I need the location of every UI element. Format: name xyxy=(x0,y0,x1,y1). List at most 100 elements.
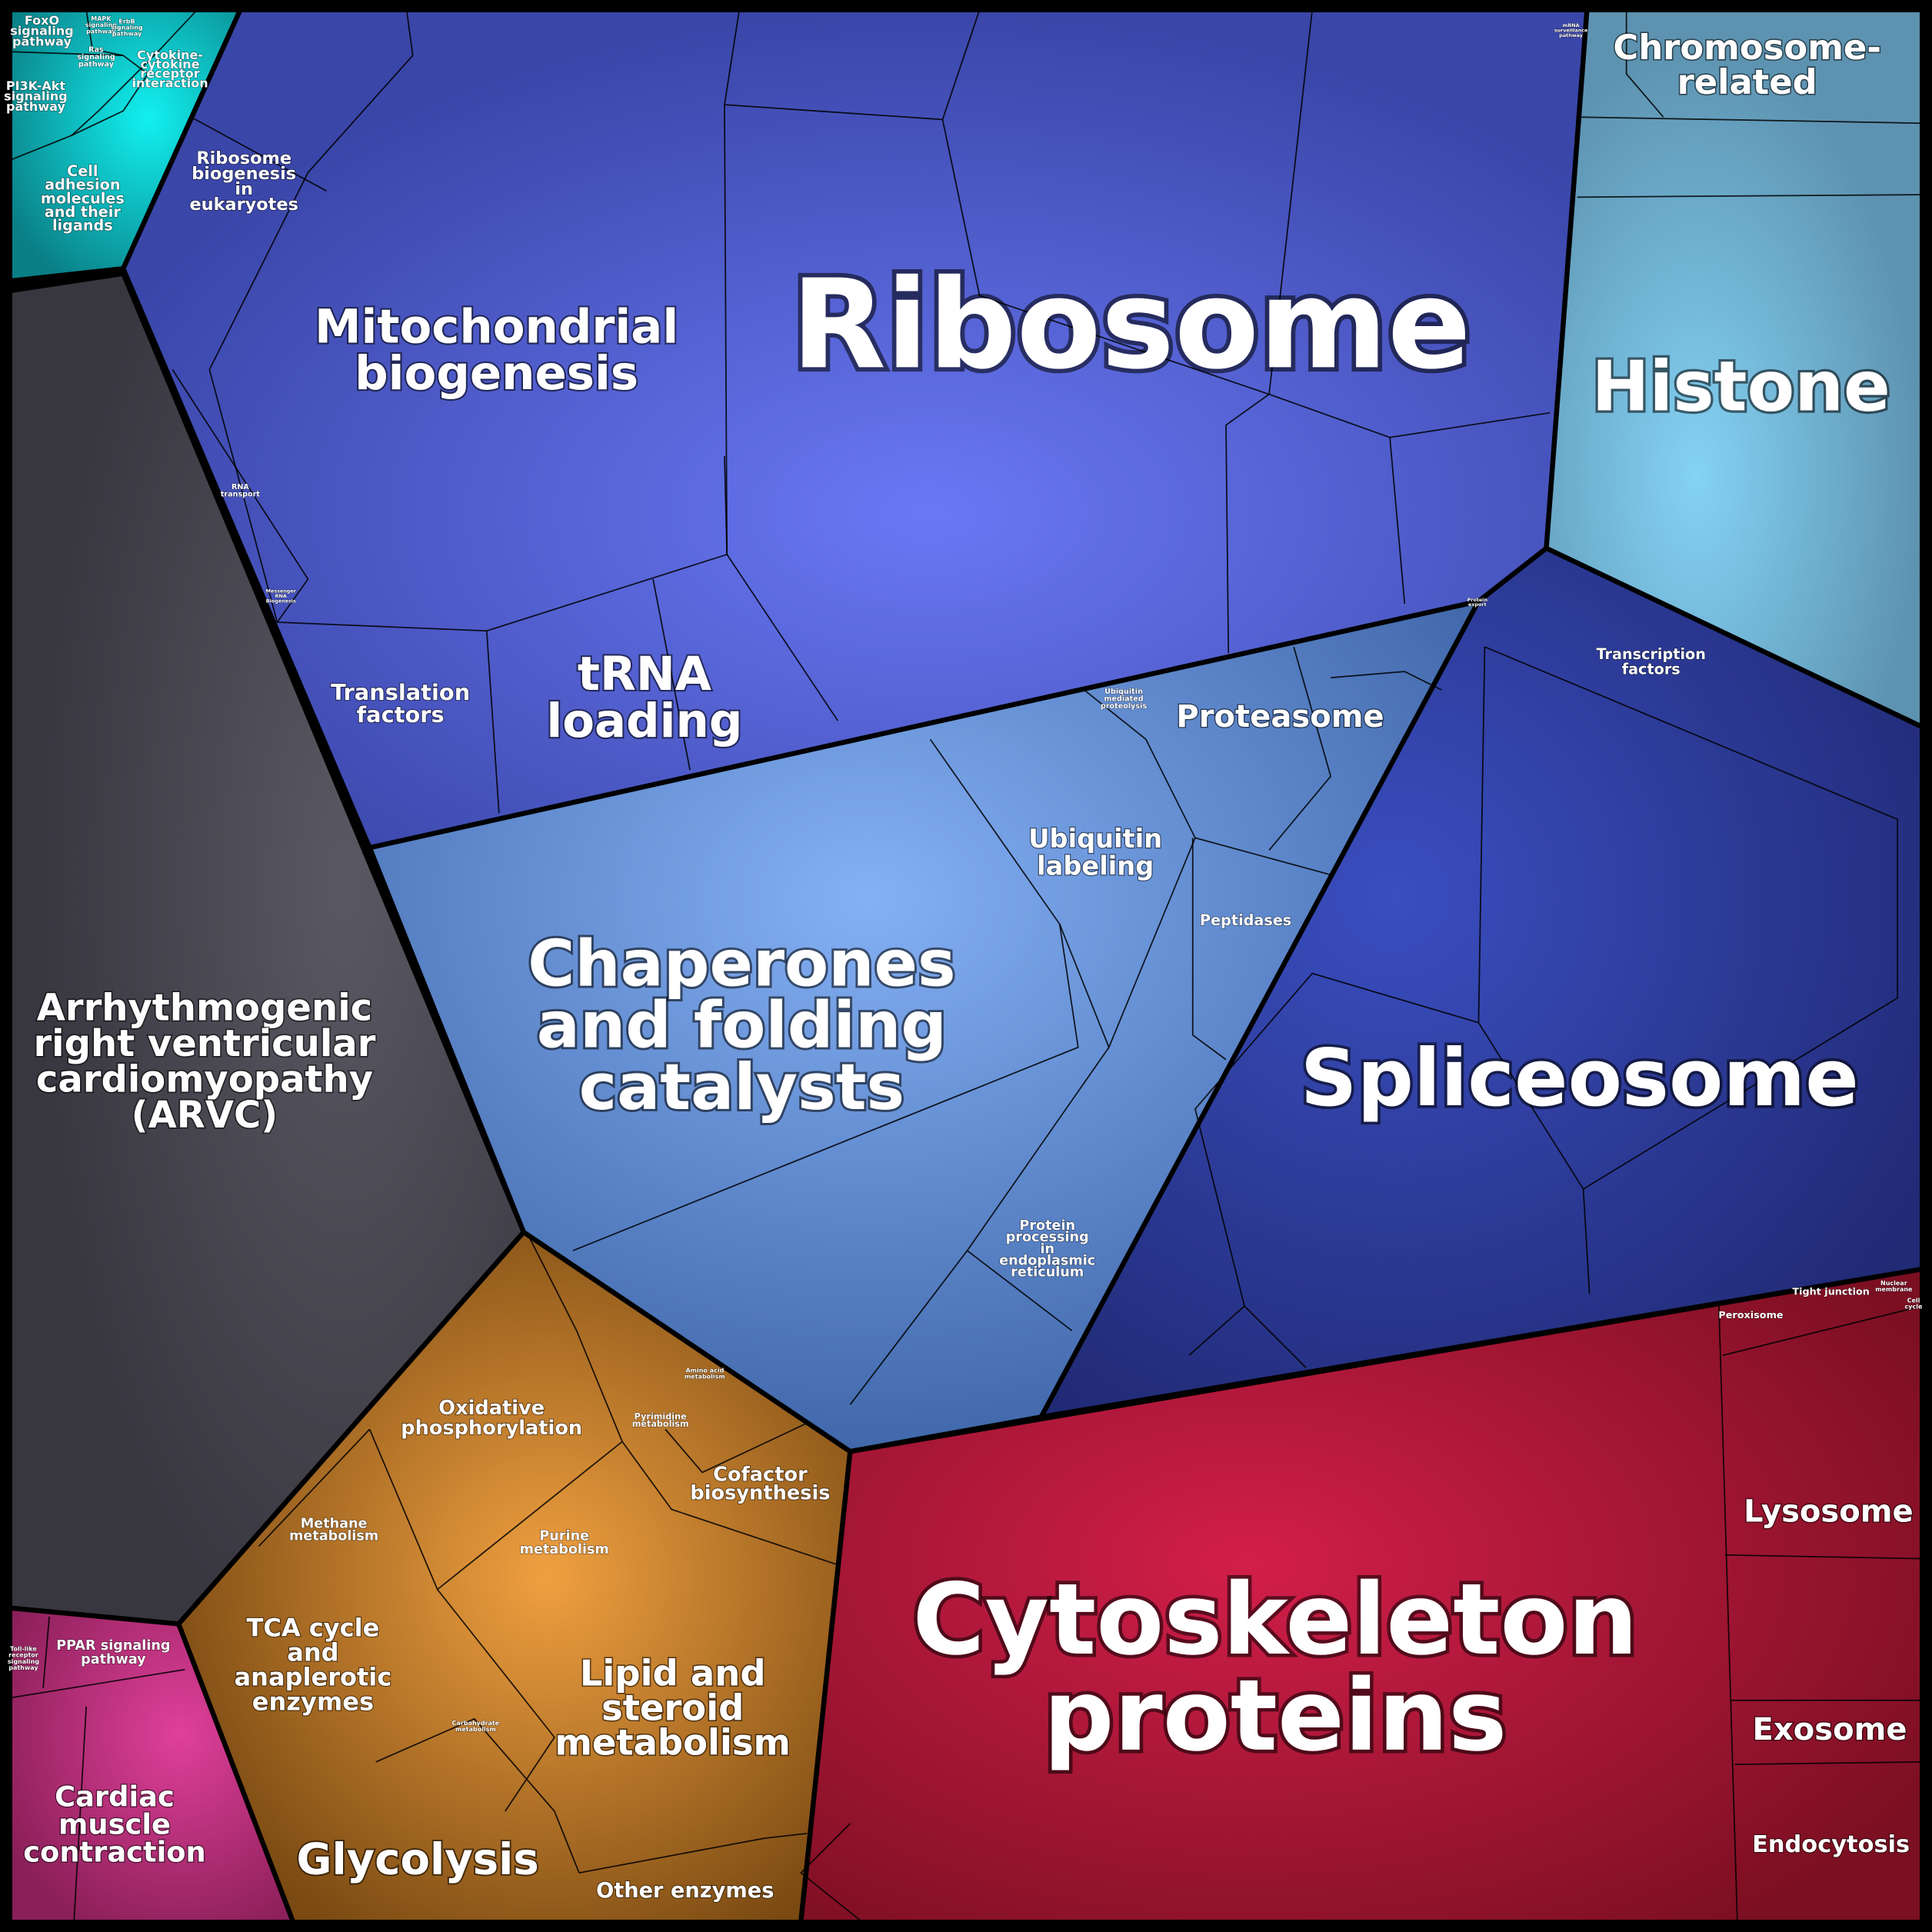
label-line: and folding xyxy=(537,988,947,1063)
label-line: Glycolysis xyxy=(296,1835,538,1885)
label-line: ErbB xyxy=(118,18,135,25)
label-line: Cofactor xyxy=(713,1464,808,1487)
label-line: proteolysis xyxy=(1101,702,1148,711)
label-line: Ubiquitin xyxy=(1028,824,1162,854)
label-line: factors xyxy=(1622,660,1681,678)
label-line: PI3K-Akt xyxy=(6,78,66,93)
label-line: cycle xyxy=(1905,1303,1923,1310)
label-line: Biogenesis xyxy=(266,598,296,604)
label-line: metabolism xyxy=(289,1529,378,1544)
label-peptidases: Peptidases xyxy=(1200,911,1291,929)
label-line: Transcription xyxy=(1597,645,1706,663)
label-line: signaling xyxy=(8,1658,40,1665)
label-line: labeling xyxy=(1037,851,1154,881)
label-line: signaling xyxy=(4,89,68,104)
label-line: pathway xyxy=(78,61,115,69)
label-line: Cell xyxy=(67,162,98,180)
label-line: enzymes xyxy=(252,1687,374,1717)
label-line: in xyxy=(1040,1241,1054,1257)
label-line: receptor xyxy=(8,1652,38,1659)
label-line: Peroxisome xyxy=(1718,1310,1784,1321)
label-line: Translation xyxy=(331,679,470,705)
label-other: Other enzymes xyxy=(596,1879,774,1903)
label-line: reticulum xyxy=(1011,1265,1084,1281)
label-line: metabolism xyxy=(520,1542,609,1557)
label-line: signaling xyxy=(111,24,143,31)
label-line: Messenger xyxy=(266,588,297,595)
label-chromosome: Chromosome-related xyxy=(1613,27,1881,102)
label-line: MAPK xyxy=(91,15,112,22)
label-line: Exosome xyxy=(1753,1712,1907,1747)
label-line: and their xyxy=(45,203,122,221)
label-peroxisome: Peroxisome xyxy=(1718,1310,1784,1321)
label-line: Spliceosome xyxy=(1301,1033,1859,1124)
label-line: TCA cycle xyxy=(246,1614,379,1643)
label-line: muscle xyxy=(58,1808,171,1841)
label-line: pathway xyxy=(6,99,65,114)
label-line: pathway xyxy=(86,28,116,35)
label-line: metabolism xyxy=(685,1374,725,1381)
label-line: FoxO xyxy=(25,13,59,28)
label-line: receptor xyxy=(141,66,200,81)
label-line: Other enzymes xyxy=(596,1879,774,1903)
label-line: molecules xyxy=(41,189,125,207)
label-line: signaling xyxy=(85,22,118,28)
region-spliceosome[interactable] xyxy=(1038,545,1925,1420)
label-line: catalysts xyxy=(579,1050,904,1124)
label-line: Chromosome- xyxy=(1613,27,1881,68)
label-line: PPAR signaling xyxy=(56,1638,170,1654)
label-line: mediated xyxy=(1104,695,1143,704)
label-line: export xyxy=(1468,601,1487,608)
label-tight: Tight junction xyxy=(1792,1287,1870,1298)
region-cytoskeleton[interactable] xyxy=(798,1266,1925,1925)
label-line: Tight junction xyxy=(1792,1287,1870,1298)
label-line: anaplerotic xyxy=(235,1663,392,1692)
label-line: transport xyxy=(221,491,261,499)
label-ribosome: Ribosome xyxy=(791,252,1471,396)
label-line: Proteasome xyxy=(1176,699,1384,734)
label-line: endoplasmic xyxy=(999,1253,1095,1268)
label-line: cardiomyopathy xyxy=(36,1058,373,1101)
label-line: RNA xyxy=(275,593,287,599)
label-line: Ras xyxy=(88,45,104,54)
label-line: Nuclear xyxy=(1880,1280,1907,1287)
label-line: tRNA xyxy=(578,647,711,701)
label-line: factors xyxy=(357,701,445,728)
label-line: Amino acid xyxy=(685,1367,724,1374)
label-line: Lipid and xyxy=(580,1653,766,1694)
label-line: Toll-like xyxy=(10,1646,37,1653)
label-line: Protein xyxy=(1019,1218,1075,1234)
label-exosome: Exosome xyxy=(1753,1712,1907,1747)
label-line: steroid xyxy=(601,1687,744,1728)
label-line: Cardiac xyxy=(55,1780,175,1814)
label-line: Peptidases xyxy=(1200,911,1291,929)
label-line: Oxidative xyxy=(438,1397,545,1420)
label-line: Pyrimidine xyxy=(635,1412,687,1422)
label-line: Ubiquitin xyxy=(1104,688,1143,696)
label-line: (ARVC) xyxy=(132,1094,278,1137)
label-endocytosis: Endocytosis xyxy=(1752,1831,1910,1858)
